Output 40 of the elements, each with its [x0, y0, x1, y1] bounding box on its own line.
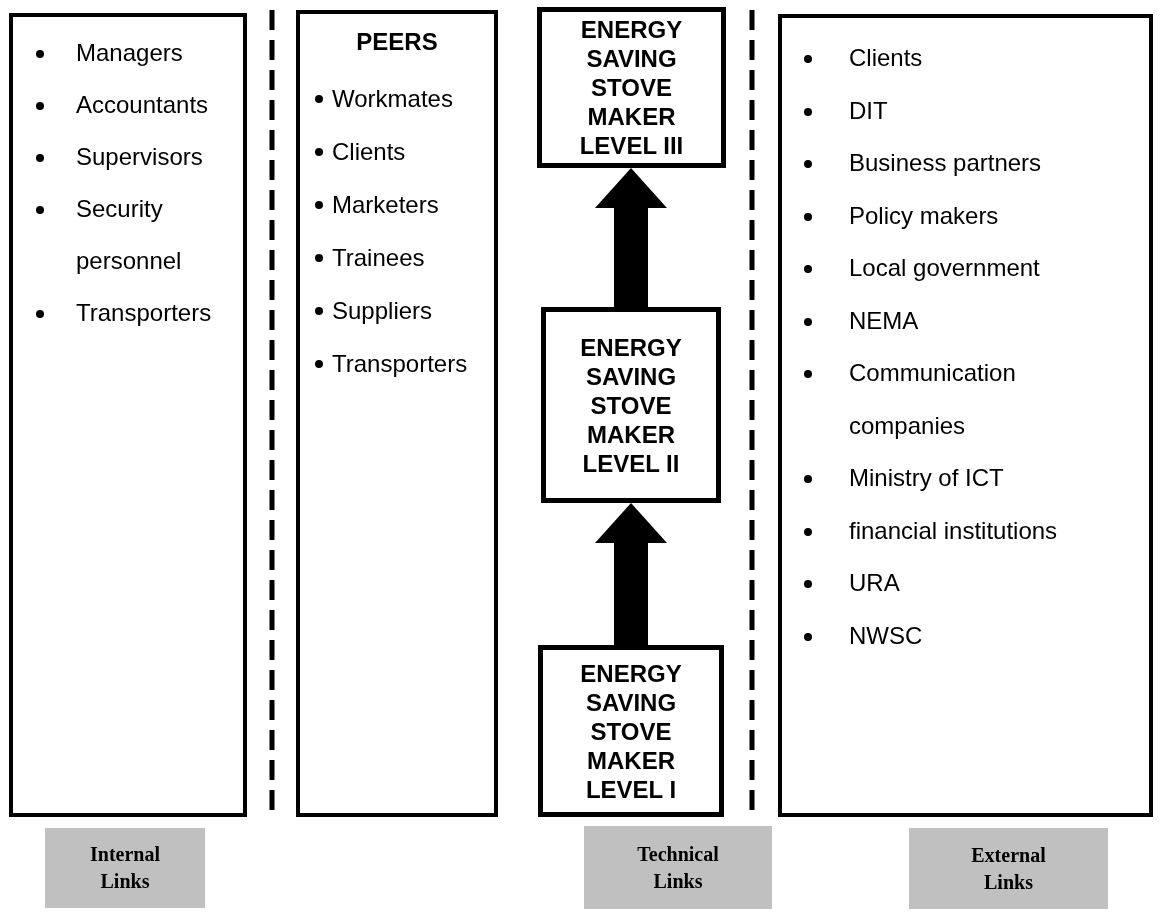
heading: PEERS	[355, 28, 439, 56]
list-item: Local government	[804, 242, 1074, 295]
list-item: Communication companies	[804, 347, 1074, 452]
list-panel	[9, 13, 247, 817]
list-item: Clients	[804, 32, 1074, 85]
list-item: Clients	[315, 125, 495, 178]
list-item: Business partners	[804, 137, 1074, 190]
level-title: ENERGY SAVING STOVE MAKER LEVEL II	[579, 332, 683, 478]
list-item: Transporters	[315, 337, 495, 390]
list-item: Supervisors	[36, 131, 236, 183]
list-item: Trainees	[315, 231, 495, 284]
level-box	[537, 7, 726, 168]
list-item: Managers	[36, 27, 236, 79]
list-item: Transporters	[36, 287, 236, 339]
list-item: NWSC	[804, 609, 1074, 662]
block-arrow	[595, 168, 667, 307]
list-item: Accountants	[36, 79, 236, 131]
caption-text: External Links	[970, 842, 1047, 895]
caption-box	[584, 826, 772, 909]
list-item: Ministry of ICT	[804, 452, 1074, 505]
level-box	[538, 645, 724, 817]
list-item: Workmates	[315, 72, 495, 125]
list-item: Suppliers	[315, 284, 495, 337]
caption-box	[45, 828, 205, 908]
caption-text: Internal Links	[89, 842, 161, 894]
block-arrow	[595, 503, 667, 645]
list-item: DIT	[804, 84, 1074, 137]
caption-box	[909, 828, 1108, 909]
list-item: financial institutions	[804, 504, 1074, 557]
list-item: Marketers	[315, 178, 495, 231]
list-panel	[778, 14, 1153, 817]
list-panel	[296, 10, 498, 817]
list-item: Policy makers	[804, 189, 1074, 242]
caption-text: Technical Links	[636, 841, 720, 894]
level-box	[541, 307, 721, 503]
list-item: Security personnel	[36, 183, 236, 287]
list-item: NEMA	[804, 294, 1074, 347]
level-title: ENERGY SAVING STOVE MAKER LEVEL I	[579, 658, 683, 804]
list-item: URA	[804, 557, 1074, 610]
level-title: ENERGY SAVING STOVE MAKER LEVEL III	[578, 15, 685, 160]
